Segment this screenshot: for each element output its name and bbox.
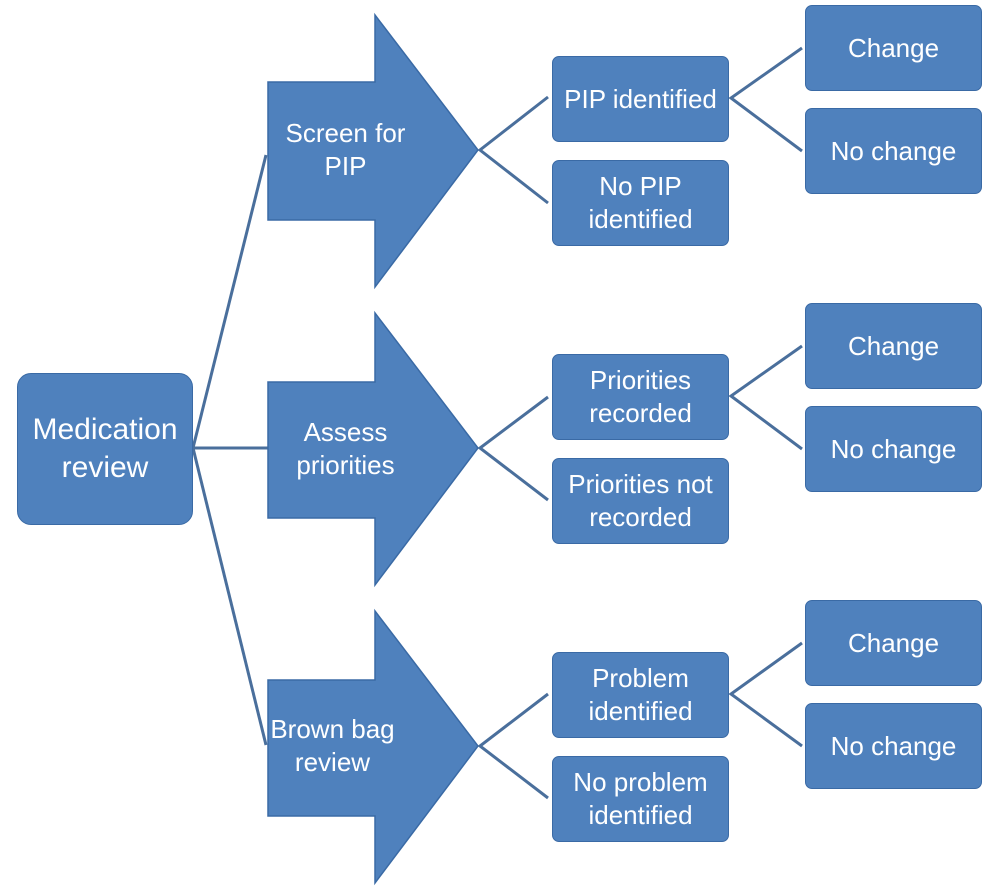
medication-review-box: Medication review <box>17 373 193 525</box>
result-change-3: Change <box>805 600 982 686</box>
arrow-assess-priorities <box>267 310 479 588</box>
arrow-label-assess-priorities: Assess priorities <box>296 417 395 480</box>
arrow-label-screen-for-pip: Screen for PIP <box>285 118 406 181</box>
connector-brownbag-to-outcomes <box>477 692 549 800</box>
connector-root-to-brownbag <box>191 447 268 746</box>
connector-priorities-to-change <box>728 344 803 451</box>
connector-assess-to-outcomes <box>477 395 549 502</box>
arrow-label-brown-bag-review: Brown bag review <box>270 714 395 777</box>
result-change-1: Change <box>805 5 982 91</box>
connector-screen-to-outcomes <box>477 95 549 205</box>
outcome-priorities-recorded: Priorities recorded <box>552 354 729 440</box>
arrow-brown-bag-review <box>267 608 479 886</box>
connector-pip-to-change <box>728 46 803 153</box>
result-no-change-1: No change <box>805 108 982 194</box>
result-no-change-2: No change <box>805 406 982 492</box>
arrow-screen-for-pip <box>267 12 479 290</box>
outcome-no-pip-identified: No PIP identified <box>552 160 729 246</box>
connector-problem-to-change <box>728 641 803 748</box>
outcome-problem-identified: Problem identified <box>552 652 729 738</box>
outcome-no-problem-identified: No problem identified <box>552 756 729 842</box>
connector-root-to-screen <box>191 154 268 449</box>
outcome-priorities-not-recorded: Priorities not recorded <box>552 458 729 544</box>
result-change-2: Change <box>805 303 982 389</box>
result-no-change-3: No change <box>805 703 982 789</box>
outcome-pip-identified: PIP identified <box>552 56 729 142</box>
